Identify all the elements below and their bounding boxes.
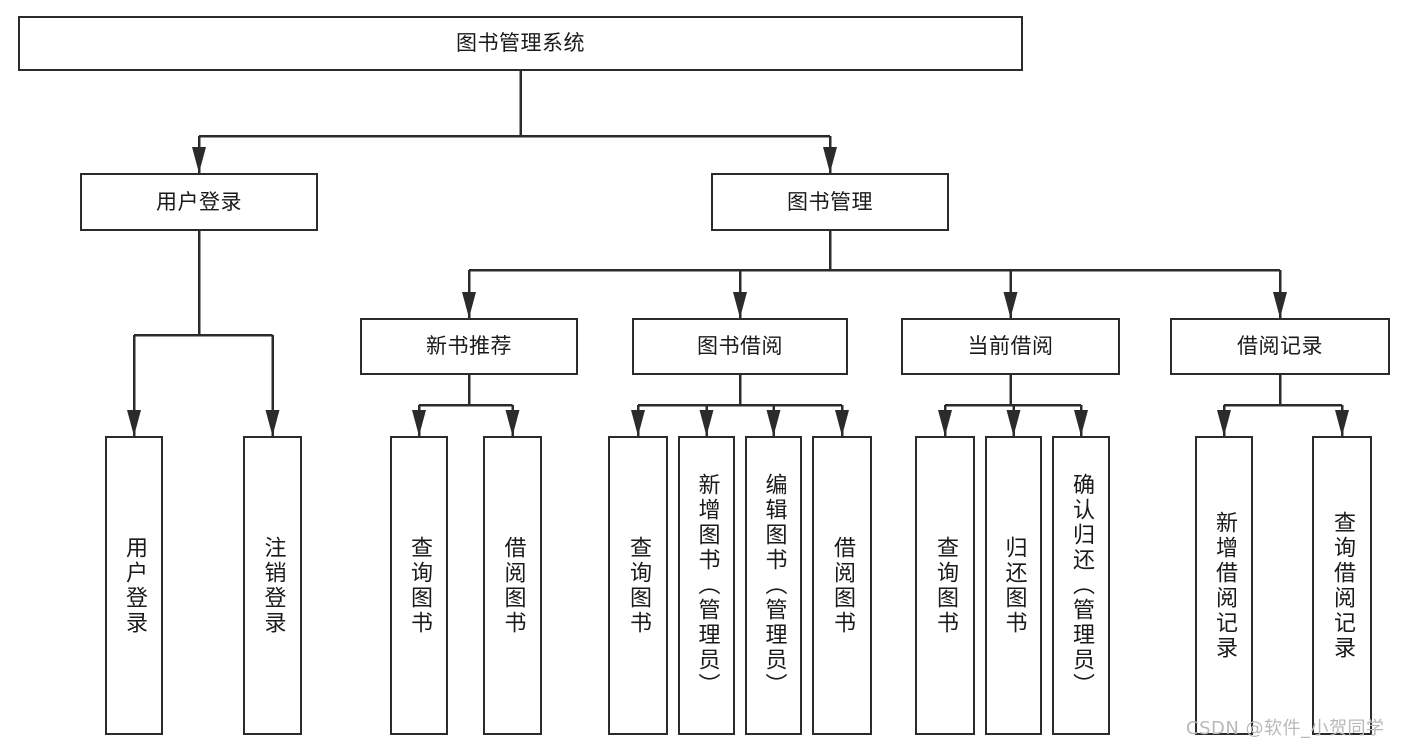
node-label: 查询图书 bbox=[933, 535, 958, 636]
node-l3-query-book-c[interactable]: 查询图书 bbox=[915, 436, 975, 735]
node-label: 新书推荐 bbox=[426, 334, 512, 359]
edge-arrowhead bbox=[699, 410, 714, 436]
edge-arrowhead bbox=[1217, 410, 1231, 436]
edge-arrowhead bbox=[505, 410, 520, 436]
node-label: 确认归还（管理员） bbox=[1069, 473, 1094, 698]
edge-arrowhead bbox=[733, 292, 747, 318]
node-l3-return-book[interactable]: 归还图书 bbox=[985, 436, 1042, 735]
edge-arrowhead bbox=[1335, 410, 1349, 436]
node-label: 用户登录 bbox=[156, 189, 242, 214]
node-l2-book-borrow[interactable]: 图书借阅 bbox=[632, 318, 848, 375]
node-l1-user-login[interactable]: 用户登录 bbox=[80, 173, 318, 231]
node-label: 编辑图书（管理员） bbox=[761, 473, 787, 698]
edge-arrowhead bbox=[462, 292, 476, 318]
node-label: 图书管理 bbox=[787, 189, 873, 214]
node-label: 图书借阅 bbox=[697, 334, 783, 359]
edge-arrowhead bbox=[1003, 292, 1018, 318]
node-label: 借阅记录 bbox=[1237, 334, 1323, 359]
edge-arrowhead bbox=[1074, 410, 1088, 436]
edge-arrowhead bbox=[412, 410, 426, 436]
node-l2-new-book-rec[interactable]: 新书推荐 bbox=[360, 318, 578, 375]
node-l3-user-login-leaf[interactable]: 用户登录 bbox=[105, 436, 163, 735]
node-l1-book-mgmt[interactable]: 图书管理 bbox=[711, 173, 949, 231]
watermark: CSDN @软件_小贺同学 bbox=[1186, 718, 1385, 739]
edge-arrowhead bbox=[835, 410, 849, 436]
node-l3-add-book-admin[interactable]: 新增图书（管理员） bbox=[678, 436, 735, 735]
node-l3-logout-leaf[interactable]: 注销登录 bbox=[243, 436, 302, 735]
edge-arrowhead bbox=[1273, 292, 1287, 318]
node-l2-current-borrow[interactable]: 当前借阅 bbox=[901, 318, 1120, 375]
edge-arrowhead bbox=[766, 410, 781, 436]
node-l3-query-book-b[interactable]: 查询图书 bbox=[608, 436, 668, 735]
edge-arrowhead bbox=[938, 410, 952, 436]
node-label: 查询图书 bbox=[626, 535, 651, 636]
edge-arrowhead bbox=[192, 147, 206, 173]
node-l3-confirm-return-admin[interactable]: 确认归还（管理员） bbox=[1052, 436, 1110, 735]
node-label: 当前借阅 bbox=[967, 334, 1054, 359]
node-label: 查询借阅记录 bbox=[1330, 510, 1355, 661]
node-label: 查询图书 bbox=[407, 535, 432, 636]
node-label: 归还图书 bbox=[1001, 535, 1027, 636]
node-l3-borrow-book-b[interactable]: 借阅图书 bbox=[812, 436, 872, 735]
edge-arrowhead bbox=[265, 410, 280, 436]
node-l3-borrow-book-a[interactable]: 借阅图书 bbox=[483, 436, 542, 735]
edge-arrowhead bbox=[127, 410, 141, 436]
node-l3-query-borrow-record[interactable]: 查询借阅记录 bbox=[1312, 436, 1372, 735]
node-label: 新增借阅记录 bbox=[1212, 510, 1237, 661]
node-label: 用户登录 bbox=[122, 535, 147, 636]
node-l2-borrow-record[interactable]: 借阅记录 bbox=[1170, 318, 1390, 375]
node-label: 图书管理系统 bbox=[456, 31, 585, 56]
edge-arrowhead bbox=[631, 410, 645, 436]
edge-arrowhead bbox=[1006, 410, 1021, 436]
node-l3-add-borrow-record[interactable]: 新增借阅记录 bbox=[1195, 436, 1253, 735]
node-label: 借阅图书 bbox=[830, 535, 855, 636]
node-label: 借阅图书 bbox=[500, 535, 526, 636]
node-l3-query-book-a[interactable]: 查询图书 bbox=[390, 436, 448, 735]
node-l3-edit-book-admin[interactable]: 编辑图书（管理员） bbox=[745, 436, 802, 735]
node-label: 注销登录 bbox=[260, 535, 286, 636]
node-root[interactable]: 图书管理系统 bbox=[18, 16, 1023, 71]
node-label: 新增图书（管理员） bbox=[694, 473, 720, 698]
edge-arrowhead bbox=[823, 147, 837, 173]
